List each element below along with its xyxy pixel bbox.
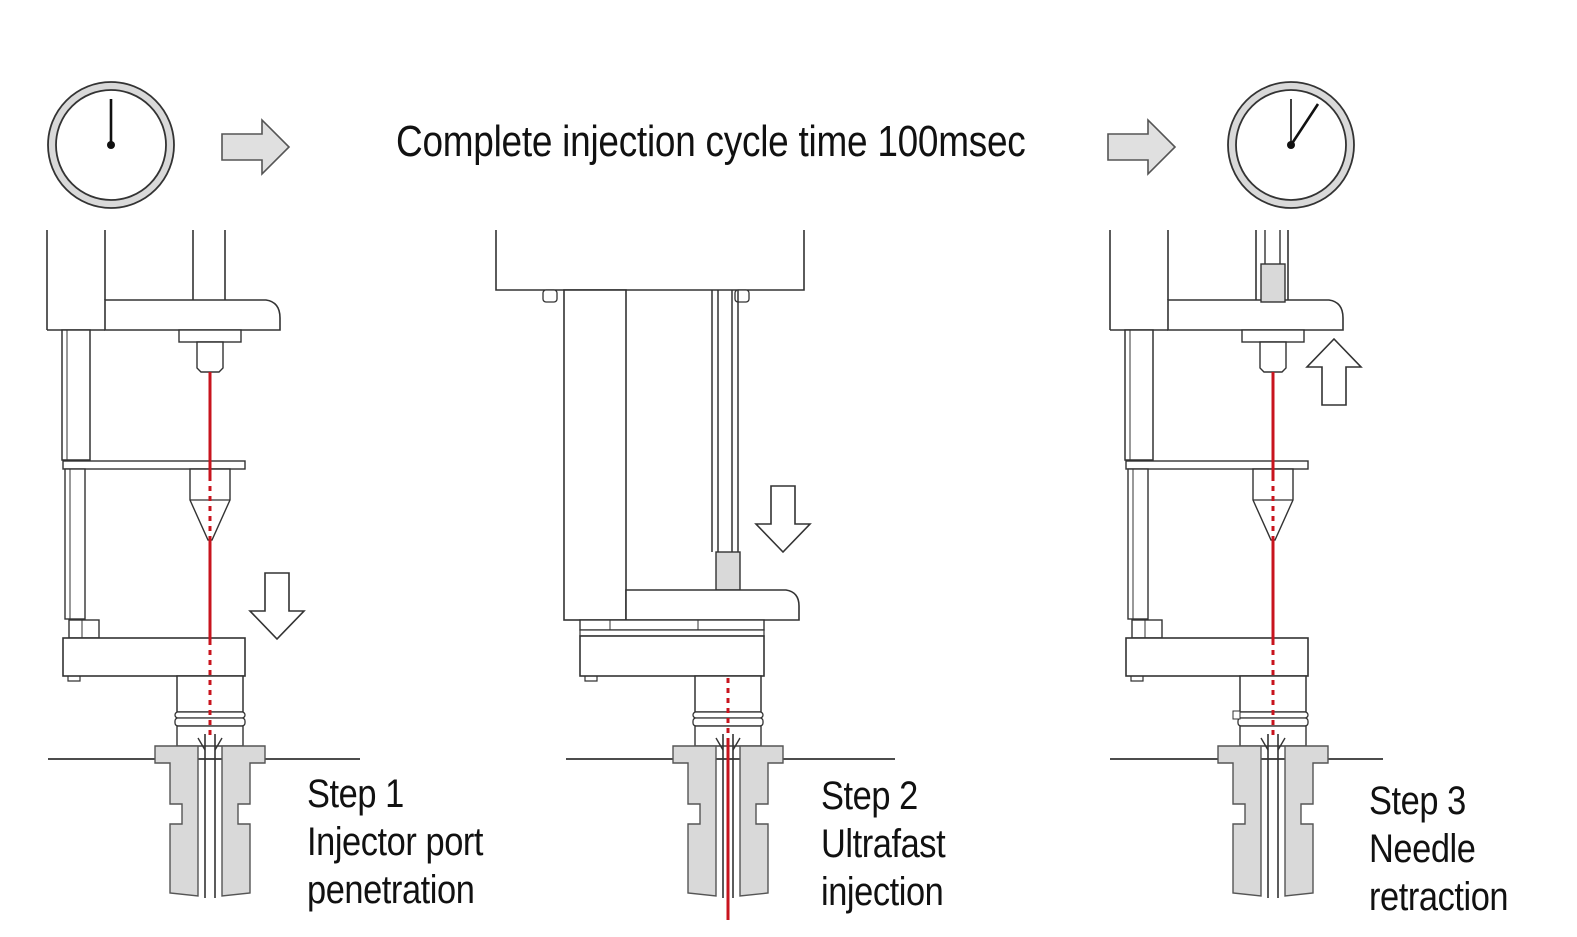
cycle-time-title: Complete injection cycle time 100msec [396, 117, 1026, 166]
right-arrow-icon [1107, 119, 1176, 175]
step1-line2: penetration [307, 868, 475, 912]
step3-line2: retraction [1369, 875, 1509, 919]
step1-caption: Step 1 Injector port penetration [307, 770, 483, 914]
step1-line1: Injector port [307, 820, 484, 864]
step3-line1: Needle [1369, 827, 1476, 871]
up-arrow-icon [1305, 337, 1363, 406]
step2-line1: Ultrafast [821, 822, 946, 866]
end-clock-icon [1227, 81, 1355, 209]
down-arrow-icon [755, 485, 811, 553]
right-arrow-icon [221, 119, 290, 175]
start-clock-icon [47, 81, 175, 209]
down-arrow-icon [249, 572, 305, 640]
step1-mechanism [46, 229, 305, 899]
step3-mechanism [1109, 229, 1363, 899]
step2-caption: Step 2 Ultrafast injection [821, 772, 946, 916]
step2-number: Step 2 [821, 774, 918, 818]
step2-line2: injection [821, 870, 944, 914]
step3-number: Step 3 [1369, 779, 1466, 823]
step1-number: Step 1 [307, 772, 404, 816]
step3-caption: Step 3 Needle retraction [1369, 777, 1509, 921]
step2-mechanism [495, 230, 811, 920]
